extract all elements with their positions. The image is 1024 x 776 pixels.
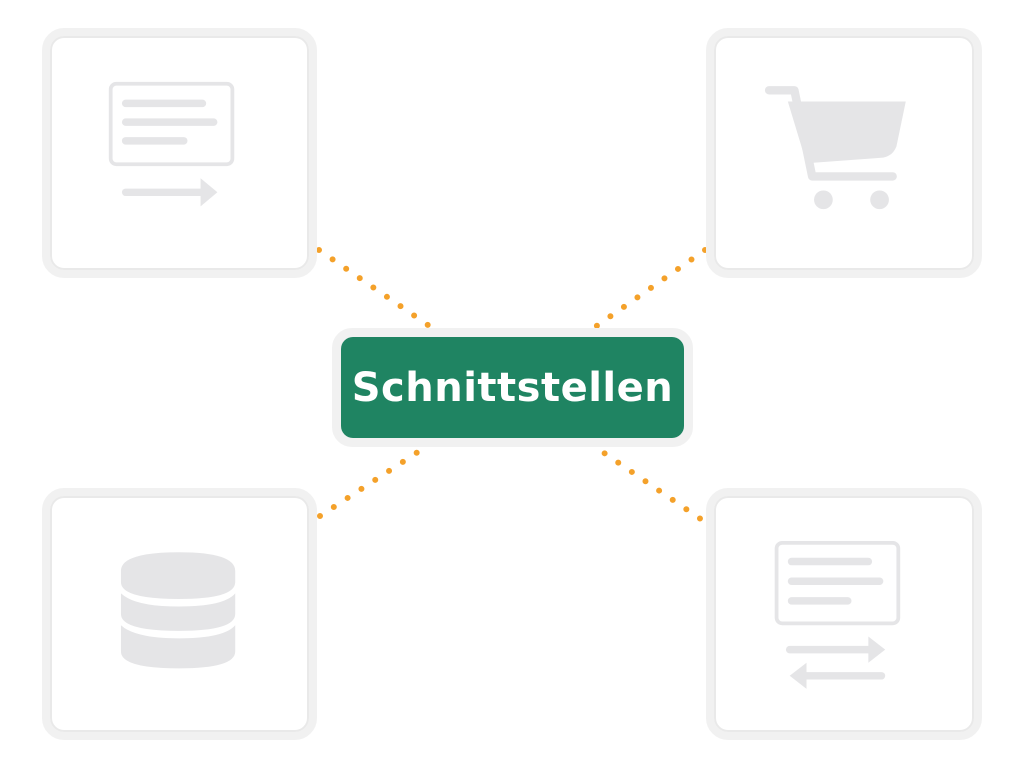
connector-top-left	[316, 247, 441, 335]
node-shop	[706, 28, 982, 278]
document-arrow-icon	[108, 81, 235, 207]
center-label: Schnittstellen	[351, 364, 674, 411]
node-document-export	[42, 28, 317, 278]
connector-bottom-left	[317, 445, 427, 519]
center-label-box: Schnittstellen	[341, 337, 684, 438]
center-node: Schnittstellen	[332, 328, 693, 447]
connector-bottom-right	[588, 441, 711, 527]
connector-top-right	[585, 247, 708, 335]
database-icon	[120, 552, 236, 669]
node-database	[42, 488, 317, 740]
node-data-exchange	[706, 488, 982, 740]
document-exchange-icon	[774, 540, 901, 689]
shopping-cart-icon	[764, 86, 906, 210]
